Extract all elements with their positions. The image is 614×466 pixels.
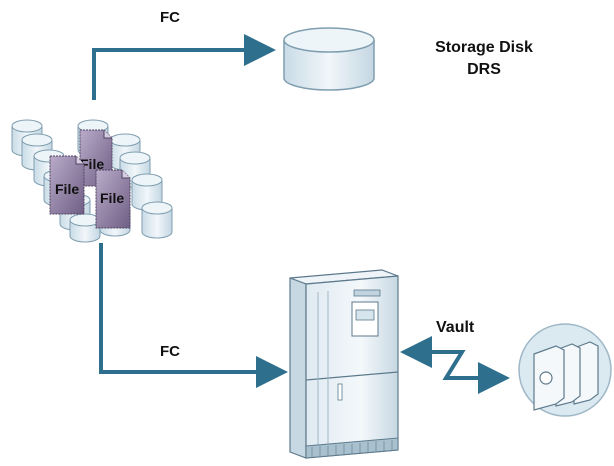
storage-drs-label: DRS xyxy=(467,61,501,78)
tape-cartridge-vault-icon xyxy=(518,323,612,417)
file-label-1: File xyxy=(80,156,104,172)
vault-connector xyxy=(418,350,494,380)
fc-top-connector xyxy=(92,34,276,100)
fc-bottom-label: FC xyxy=(160,343,180,360)
file-label-3: File xyxy=(100,190,124,206)
fc-bottom-connector xyxy=(99,243,288,388)
vault-label: Vault xyxy=(436,319,475,336)
file-label-2: File xyxy=(55,181,79,197)
tape-library-icon xyxy=(289,269,399,459)
file-document-3: File xyxy=(95,169,131,229)
storage-disk-icon xyxy=(283,27,375,91)
file-document-2: File xyxy=(49,155,85,215)
storage-disk-label: Storage Disk xyxy=(435,39,533,56)
file-icon: File File File xyxy=(49,129,131,229)
connector-lines xyxy=(92,34,510,394)
fc-top-label: FC xyxy=(160,9,180,26)
